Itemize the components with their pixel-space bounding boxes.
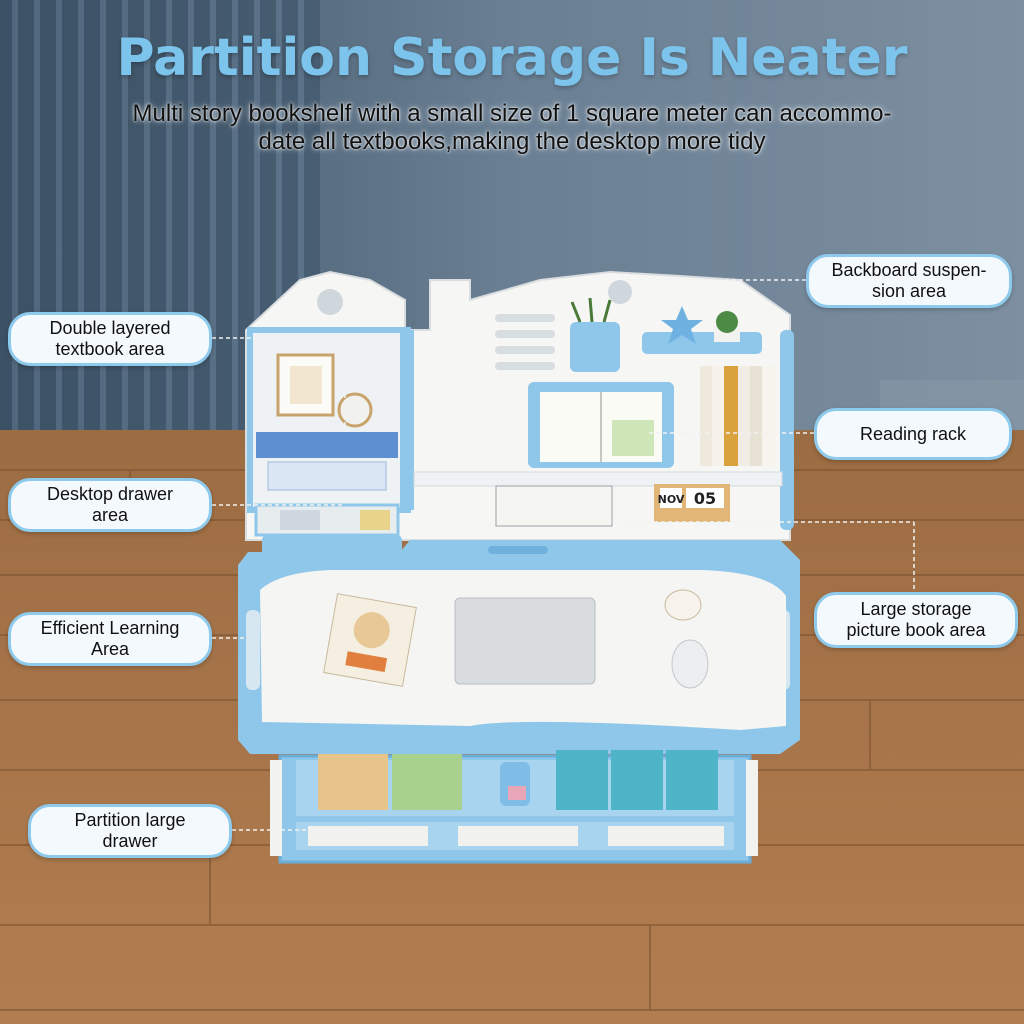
book-stack [267, 461, 387, 491]
callout-text: Double layered [49, 318, 171, 338]
callout-text: Reading rack [859, 423, 967, 444]
coffee-cup [664, 589, 702, 621]
callout-text: Desktop drawer [46, 484, 174, 504]
alarm-clock [337, 392, 373, 428]
window-hole [608, 280, 632, 304]
window-hole [317, 289, 343, 315]
callout-text: Large storage [860, 599, 972, 619]
star-ornament [661, 306, 703, 344]
callout-text: area [91, 505, 129, 525]
pen-holder [570, 322, 620, 372]
succulent-plant [716, 311, 738, 333]
callout-text: Partition large [74, 810, 186, 830]
right-shelf-side [780, 330, 794, 530]
sketchbook [323, 593, 417, 687]
callout-leaders [212, 279, 915, 831]
picture-book [666, 750, 718, 810]
subtitle-line-2: date all textbooks,making the desktop mo… [258, 128, 766, 155]
middle-shelf [413, 471, 783, 487]
callout-text: Area [90, 639, 129, 659]
picture-book [392, 754, 462, 810]
callout-reading-rack: Reading rack [814, 408, 1012, 460]
blue-book-box [256, 432, 398, 458]
calendar-day: 05 [694, 489, 716, 508]
callout-text: sion area [871, 281, 947, 301]
callout-text: Efficient Learning [40, 618, 180, 638]
subtitle-line-1: Multi story bookshelf with a small size … [132, 100, 892, 127]
picture-book [318, 754, 388, 810]
callout-backboard-suspension-area: Backboard suspen-sion area [806, 254, 1012, 308]
calendar-month: NOV [658, 493, 685, 506]
picture-book [556, 750, 608, 810]
pencil-tray-items [308, 826, 428, 846]
suspension-slots [495, 314, 555, 370]
headline: Partition Storage Is Neater [116, 28, 908, 88]
laptop [454, 597, 596, 685]
callout-text: drawer [102, 831, 158, 851]
callout-text: picture book area [846, 620, 986, 640]
top-hanging-shelf [642, 332, 762, 354]
callout-text: textbook area [55, 339, 165, 359]
standing-books [700, 366, 776, 466]
picture-book [611, 750, 663, 810]
callout-text: Backboard suspen- [831, 260, 987, 280]
notebook [495, 485, 613, 527]
mouse [671, 639, 709, 689]
